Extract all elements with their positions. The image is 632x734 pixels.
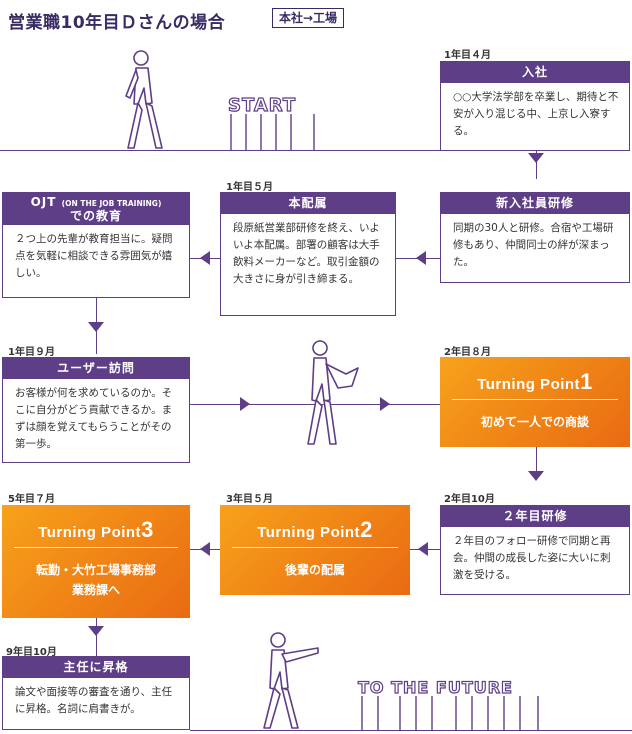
future-posts-icon [361,696,539,730]
step-user-title: ユーザー訪問 [3,358,189,379]
arrow-right-icon [240,397,250,411]
tp2-divider [232,547,398,548]
step-nyusha-title: 入社 [441,62,629,83]
date-tp1: 2年目８月 [444,347,491,358]
step-ojt-title-line2: での教育 [69,209,122,223]
tp2-text: 後輩の配属 [284,563,345,577]
step-shunin-body: 論文や面接等の審査を通り、主任に昇格。名詞に肩書きが。 [15,686,173,715]
arrow-left-icon [418,542,428,556]
turning-point-1: Turning Point1 初めて一人での商談 [440,357,630,447]
arrow-left-icon [200,542,210,556]
walking-person-illustration [125,50,163,149]
date-user: 1年目９月 [8,347,55,358]
timeline-line-row5 [190,730,632,731]
tp2-number: 2 [360,517,373,542]
tp3-text1: 転勤・大竹工場事務部 [35,563,156,577]
date-tp2: 3年目５月 [226,494,273,505]
date-nyusha: 1年目４月 [444,50,491,61]
step-ojt-title-sub: (ON THE JOB TRAINING) [61,199,162,208]
step-honhaizoku: 本配属 段原紙営業部研修を終え、いよいよ本配属。部署の顧客は大手飲料メーカーなど… [220,192,396,316]
date-shunin: 9年目10月 [6,647,57,658]
connector-1 [536,151,537,179]
date-tp3: 5年目７月 [8,494,55,505]
tp1-text: 初めて一人での商談 [480,415,589,429]
arrow-left-icon [416,251,426,265]
future-label: TO THE FUTURE [357,677,513,697]
tp3-label-text: Turning Point [38,524,142,541]
tp3-number: 3 [141,517,154,542]
step-kenshu-title: 新入社員研修 [441,193,629,214]
step-shunin-title: 主任に昇格 [3,657,189,678]
tp3-text2: 業務課へ [71,583,120,597]
turning-point-2: Turning Point2 後輩の配属 [220,505,410,595]
tp3-label: Turning Point3 [2,505,190,547]
step-nyusha: 入社 ○○大学法学部を卒業し、期待と不安が入り混じる中、上京し入寮する。 [440,61,630,151]
route-tag: 本社→工場 [272,8,345,28]
step-honhaizoku-title: 本配属 [221,193,395,214]
pointing-person-illustration [263,632,319,729]
date-nenme2: 2年目10月 [444,494,495,505]
step-ojt-title-main: OJT [30,195,57,209]
connector-6 [536,447,537,475]
step-nenme2-title: ２年目研修 [441,506,629,527]
page-title: 営業職10年目Ｄさんの場合 [8,13,226,33]
tp1-number: 1 [580,369,593,394]
step-kenshu: 新入社員研修 同期の30人と研修。合宿や工場研修もあり、仲間同士の絆が深まった。 [440,192,630,283]
arrow-right-icon [380,397,390,411]
tp2-label-text: Turning Point [257,524,361,541]
reading-person-illustration [307,340,359,445]
step-kenshu-body: 同期の30人と研修。合宿や工場研修もあり、仲間同士の絆が深まった。 [453,222,614,268]
arrow-left-icon [200,251,210,265]
turning-point-3: Turning Point3 転勤・大竹工場事務部 業務課へ [2,505,190,618]
tp2-label: Turning Point2 [220,505,410,547]
tp3-divider [14,547,178,548]
step-honhaizoku-body: 段原紙営業部研修を終え、いよいよ本配属。部署の顧客は大手飲料メーカーなど。取引金… [233,222,380,285]
tp1-divider [452,399,618,400]
step-nenme2-body: ２年目のフォロー研修で同期と再会。仲間の成長した姿に大いに刺激を受ける。 [453,535,611,581]
step-ojt: OJT (ON THE JOB TRAINING) での教育 ２つ上の先輩が教育… [2,192,190,298]
start-posts-icon [230,114,315,150]
connector-9 [96,618,97,656]
arrow-down-icon [528,471,544,481]
tp1-label: Turning Point1 [440,357,630,399]
start-label: START [227,94,297,116]
timeline-line-row1 [0,150,440,151]
arrow-down-icon [88,322,104,332]
arrow-down-icon [528,153,544,163]
step-nenme2: ２年目研修 ２年目のフォロー研修で同期と再会。仲間の成長した姿に大いに刺激を受け… [440,505,630,595]
step-nyusha-body: ○○大学法学部を卒業し、期待と不安が入り混じる中、上京し入寮する。 [453,91,619,137]
step-ojt-body: ２つ上の先輩が教育担当に。疑問点を気軽に相談できる雰囲気が嬉しい。 [15,233,173,279]
step-ojt-title: OJT (ON THE JOB TRAINING) での教育 [3,193,189,225]
step-shunin: 主任に昇格 論文や面接等の審査を通り、主任に昇格。名詞に肩書きが。 [2,656,190,730]
tp1-label-text: Turning Point [477,376,581,393]
step-user-body: お客様が何を求めているのか。そこに自分がどう貢献できるか。まずは顔を覚えてもらう… [15,387,173,450]
arrow-down-icon [88,626,104,636]
step-user: ユーザー訪問 お客様が何を求めているのか。そこに自分がどう貢献できるか。まずは顔… [2,357,190,463]
date-honhaizoku: 1年目５月 [226,182,273,193]
